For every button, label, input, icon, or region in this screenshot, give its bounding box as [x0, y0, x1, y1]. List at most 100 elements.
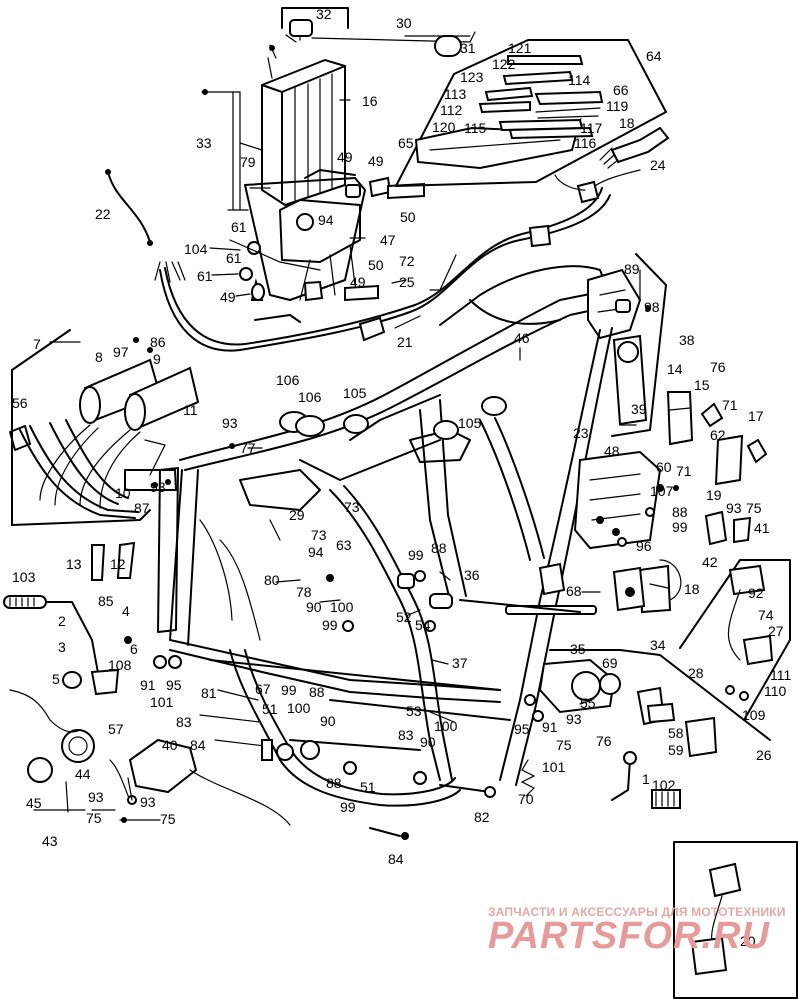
callout-105: 105	[343, 385, 367, 401]
callout-102: 102	[652, 777, 676, 793]
callout-82: 82	[474, 809, 490, 825]
watermark-brand: PARTSFOR.RU	[488, 915, 770, 957]
callout-64: 64	[646, 48, 662, 64]
callout-70: 70	[518, 791, 534, 807]
callout-123: 123	[460, 69, 484, 85]
line-art	[3, 7, 798, 999]
callout-61: 61	[231, 219, 247, 235]
callout-115: 115	[464, 120, 487, 136]
callout-63: 63	[336, 537, 352, 553]
callout-80: 80	[264, 572, 280, 588]
part-31	[434, 35, 462, 57]
watermark-tagline: ЗАПЧАСТИ И АКСЕССУАРЫ ДЛЯ МОТОТЕХНИКИ	[488, 905, 786, 919]
right-parts	[520, 253, 791, 809]
callout-44: 44	[75, 766, 91, 782]
box-32	[281, 7, 349, 29]
callout-50: 50	[368, 257, 384, 273]
callout-75: 75	[160, 811, 176, 827]
callout-2: 2	[58, 613, 66, 629]
callout-49: 49	[220, 289, 236, 305]
callout-49: 49	[337, 149, 353, 165]
callout-95: 95	[166, 677, 182, 693]
callout-104: 104	[184, 241, 208, 257]
callout-93: 93	[726, 500, 742, 516]
callout-75: 75	[746, 500, 762, 516]
callout-25: 25	[399, 274, 415, 290]
callout-18: 18	[684, 581, 700, 597]
callout-110: 110	[764, 683, 787, 699]
callout-100: 100	[287, 700, 311, 716]
callout-75: 75	[556, 737, 572, 753]
callout-65: 65	[398, 135, 414, 151]
callout-88: 88	[309, 684, 325, 700]
callout-58: 58	[668, 725, 684, 741]
callout-108: 108	[108, 657, 132, 673]
callout-77: 77	[240, 440, 256, 456]
callout-51: 51	[360, 779, 376, 795]
bracket-assembly	[229, 169, 425, 302]
callout-51: 51	[262, 701, 278, 717]
callout-66: 66	[613, 82, 629, 98]
callout-99: 99	[322, 617, 338, 633]
callout-4: 4	[122, 603, 130, 619]
callout-90: 90	[306, 599, 322, 615]
callout-10: 10	[115, 485, 131, 501]
callouts: 32 30 31 121 64 122 114 123 113 66 112 1…	[12, 6, 791, 949]
callout-29: 29	[289, 507, 305, 523]
inset-box	[673, 841, 798, 999]
callout-62: 62	[710, 427, 726, 443]
callout-93: 93	[150, 479, 166, 495]
callout-14: 14	[667, 361, 683, 377]
callout-75: 75	[86, 810, 102, 826]
callout-85: 85	[98, 593, 114, 609]
callout-71: 71	[676, 463, 692, 479]
callout-76: 76	[596, 733, 612, 749]
callout-99: 99	[672, 519, 688, 535]
cdi-panel	[395, 39, 667, 187]
callout-37: 37	[452, 655, 468, 671]
callout-99: 99	[340, 799, 356, 815]
callout-38: 38	[679, 332, 695, 348]
callout-107: 107	[650, 483, 674, 499]
callout-27: 27	[768, 623, 784, 639]
callout-52: 52	[396, 609, 412, 625]
callout-103: 103	[12, 569, 36, 585]
callout-93: 93	[222, 415, 238, 431]
callout-46: 46	[514, 330, 530, 346]
callout-88: 88	[326, 775, 342, 791]
callout-21: 21	[397, 334, 413, 350]
battery	[201, 44, 346, 211]
callout-6: 6	[130, 641, 138, 657]
callout-93: 93	[566, 711, 582, 727]
callout-113: 113	[444, 86, 467, 102]
callout-96: 96	[636, 538, 652, 554]
callout-13: 13	[66, 556, 82, 572]
main-harness	[154, 126, 670, 352]
callout-91: 91	[542, 719, 558, 735]
callout-79: 79	[240, 154, 256, 170]
callout-54: 54	[415, 617, 431, 633]
callout-22: 22	[95, 206, 111, 222]
callout-1: 1	[642, 771, 650, 787]
callout-76: 76	[710, 359, 726, 375]
lever	[45, 601, 101, 685]
callout-39: 39	[631, 401, 647, 417]
callout-42: 42	[702, 554, 718, 570]
callout-117: 117	[580, 120, 603, 136]
frame	[157, 265, 682, 807]
callout-57: 57	[108, 721, 124, 737]
regulator	[128, 738, 198, 794]
callout-3: 3	[58, 639, 66, 655]
wire-22	[107, 171, 151, 243]
callout-60: 60	[656, 459, 672, 475]
callout-100: 100	[330, 599, 354, 615]
callout-34: 34	[650, 637, 666, 653]
callout-81: 81	[201, 685, 217, 701]
callout-74: 74	[758, 607, 774, 623]
callout-59: 59	[668, 742, 684, 758]
plug-cap-12	[116, 541, 136, 579]
callout-33: 33	[196, 135, 212, 151]
callout-122: 122	[492, 56, 516, 72]
callout-98: 98	[644, 299, 660, 315]
callout-16: 16	[362, 93, 378, 109]
